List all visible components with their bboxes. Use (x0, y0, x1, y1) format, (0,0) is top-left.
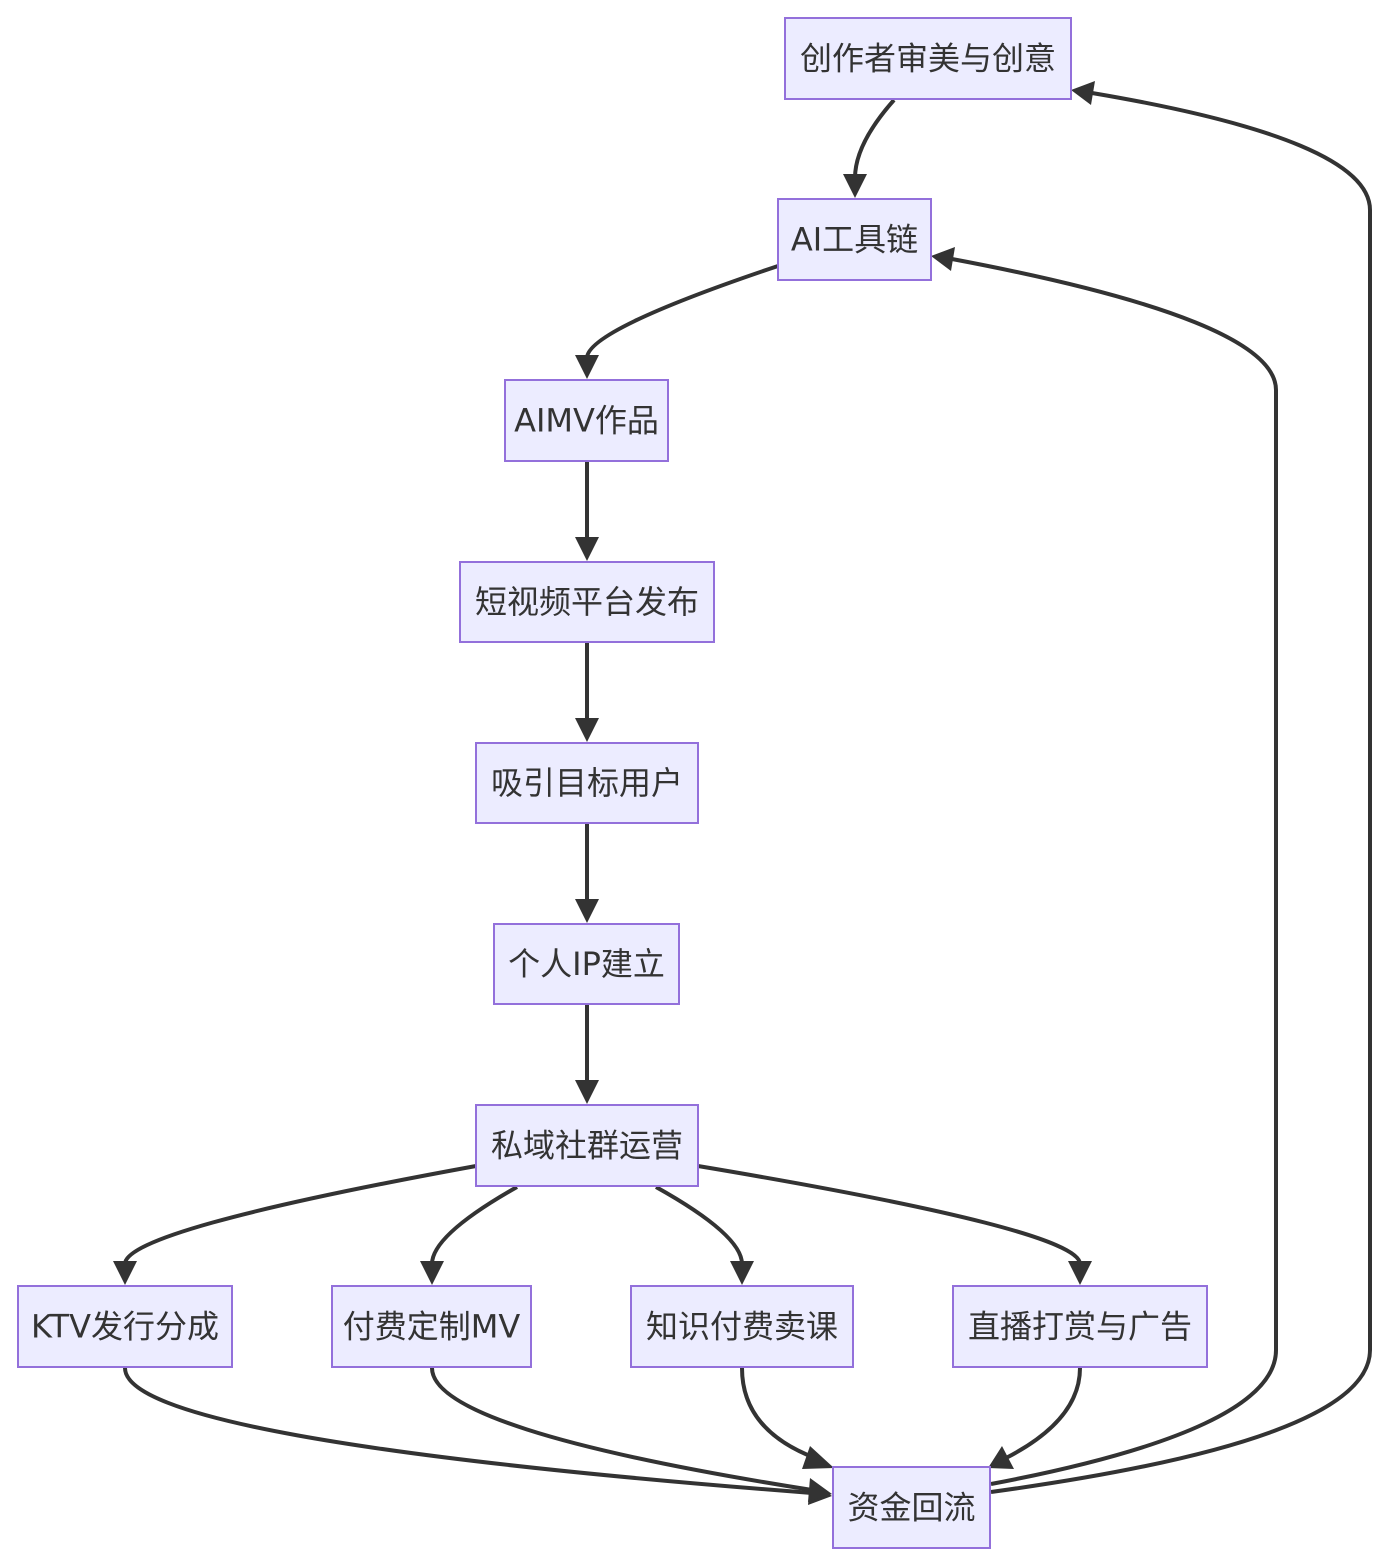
arrowhead-funds-ai-tools (931, 247, 955, 271)
arrowhead-creator-ai-tools (843, 174, 867, 198)
node-ai-tools[interactable]: AI工具链 (777, 198, 932, 281)
node-attract[interactable]: 吸引目标用户 (475, 742, 699, 824)
arrowhead-attract-ip (575, 899, 599, 923)
edge-custom-mv-funds (430, 1367, 813, 1492)
edge-live-funds (1005, 1367, 1082, 1460)
node-attract-label: 吸引目标用户 (491, 764, 683, 802)
node-ip[interactable]: 个人IP建立 (493, 923, 680, 1005)
arrowhead-custom-mv-funds (808, 1478, 832, 1502)
node-publish-label: 短视频平台发布 (475, 583, 699, 621)
node-publish[interactable]: 短视频平台发布 (459, 561, 715, 643)
edge-community-course (655, 1185, 744, 1265)
node-ai-tools-label: AI工具链 (791, 221, 918, 259)
arrowhead-ip-community (575, 1080, 599, 1104)
node-funds[interactable]: 资金回流 (832, 1466, 991, 1549)
edge-course-funds (740, 1367, 816, 1460)
arrowhead-ai-tools-aimv (575, 355, 599, 379)
edge-community-ktv (123, 1164, 477, 1265)
nodes: 创作者审美与创意 AI工具链 AIMV作品 短视频平台发布 吸引目标用户 个人I… (17, 17, 1208, 1549)
node-course-label: 知识付费卖课 (646, 1308, 838, 1346)
node-community-label: 私域社群运营 (491, 1127, 683, 1165)
arrowhead-aimv-publish (575, 537, 599, 561)
node-custom-mv-label: 付费定制MV (343, 1308, 521, 1346)
arrowhead-community-custom-mv (420, 1261, 444, 1285)
edges (113, 81, 1372, 1505)
node-custom-mv[interactable]: 付费定制MV (331, 1285, 532, 1368)
arrowhead-publish-attract (575, 718, 599, 742)
arrowhead-community-course (730, 1261, 754, 1285)
arrowhead-course-funds (802, 1446, 834, 1469)
node-aimv[interactable]: AIMV作品 (504, 379, 669, 462)
node-ip-label: 个人IP建立 (508, 945, 665, 983)
node-ktv[interactable]: KTV发行分成 (17, 1285, 233, 1368)
node-aimv-label: AIMV作品 (514, 402, 659, 440)
edge-funds-ai-tools (951, 257, 1278, 1486)
edge-ai-tools-aimv (585, 264, 779, 359)
node-community[interactable]: 私域社群运营 (475, 1104, 699, 1187)
node-creator[interactable]: 创作者审美与创意 (784, 17, 1072, 100)
node-course[interactable]: 知识付费卖课 (630, 1285, 854, 1368)
arrowhead-funds-creator (1071, 81, 1095, 105)
node-live[interactable]: 直播打赏与广告 (952, 1285, 1208, 1368)
edge-ktv-funds (123, 1367, 813, 1495)
edge-creator-ai-tools (853, 98, 896, 179)
arrowhead-community-live (1068, 1261, 1092, 1285)
arrowhead-community-ktv (113, 1261, 137, 1285)
arrowhead-live-funds (988, 1446, 1014, 1469)
node-live-label: 直播打赏与广告 (968, 1308, 1192, 1346)
node-creator-label: 创作者审美与创意 (800, 40, 1056, 78)
edge-community-live (697, 1164, 1082, 1265)
node-funds-label: 资金回流 (847, 1489, 975, 1527)
edge-funds-creator (990, 91, 1372, 1494)
edge-community-custom-mv (430, 1185, 518, 1265)
node-ktv-label: KTV发行分成 (31, 1308, 219, 1346)
